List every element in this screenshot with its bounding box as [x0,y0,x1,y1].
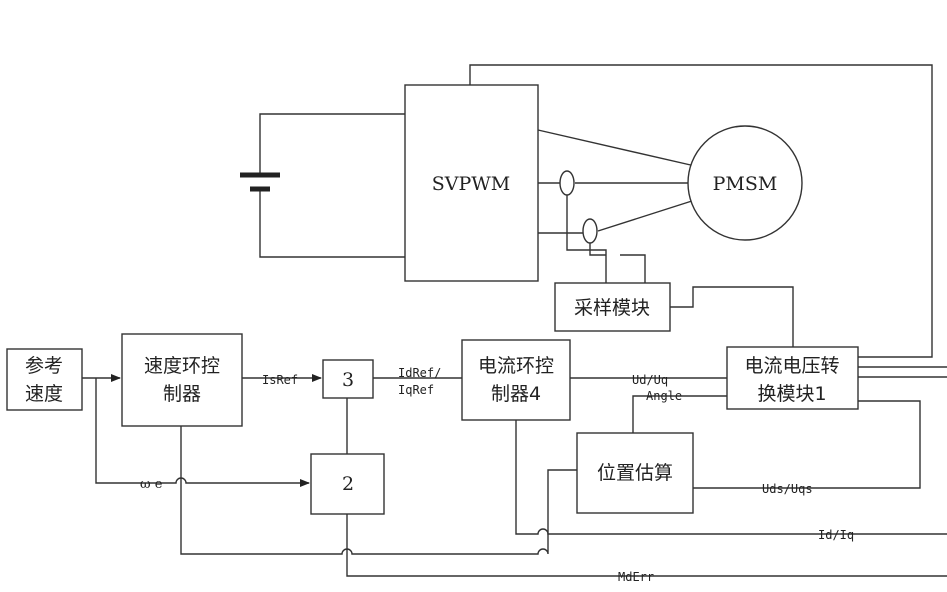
idref-label: IdRef/ [398,366,441,380]
ref-speed-label-1: 参考 [25,355,63,377]
position-estimation-block: 位置估算 [576,432,694,514]
speed-ctrl-label-1: 速度环控 [144,355,220,377]
id-iq-label: Id/Iq [818,528,854,542]
angle-line [632,395,727,433]
isref-label: IsRef [262,373,298,387]
speed-error-bus [180,426,577,555]
sensor-leads [566,195,646,283]
motor-phase-lines [537,129,696,234]
position-est-label: 位置估算 [597,462,673,484]
angle-label: Angle [646,389,682,403]
ref-speed-label-2: 速度 [25,383,63,405]
speed-ctrl-label-2: 制器 [163,383,201,405]
block-3-label: 3 [342,369,354,391]
svpwm-top-feedback-line [469,64,933,358]
id-iq-bus [515,420,947,535]
converter-output-lines [693,366,947,489]
current-sensor-a-icon [559,170,575,196]
reference-speed-block: 参考 速度 [6,348,83,411]
sampling-module-block: 采样模块 [554,282,671,332]
omega-e-label: ω e [140,477,163,492]
pmsm-label: PMSM [713,173,778,195]
iqref-label: IqRef [398,383,434,397]
current-controller-block: 电流环控 制器4 [461,339,571,421]
svpwm-label: SVPWM [432,173,511,195]
current-voltage-converter-block: 电流电压转 换模块1 [726,346,859,410]
block-2: 2 [310,453,385,515]
current-ctrl-label-1: 电流环控 [478,355,554,377]
block-3: 3 [322,359,374,399]
pmsm-motor: PMSM [687,125,803,241]
sampling-to-converter-line [670,286,794,347]
current-ctrl-label-2: 制器4 [491,383,541,405]
cv-convert-label-2: 换模块1 [757,383,826,405]
cv-convert-label-1: 电流电压转 [744,355,839,377]
mderr-bus [346,514,947,577]
current-sensor-b-icon [582,218,598,244]
block-2-label: 2 [342,473,354,495]
sampling-label: 采样模块 [574,297,650,319]
dc-supply-wiring [259,113,405,258]
svpwm-block: SVPWM [404,84,539,282]
speed-controller-block: 速度环控 制器 [121,333,243,427]
uds-uqs-label: Uds/Uqs [762,482,813,496]
ud-uq-label: Ud/Uq [632,373,668,387]
battery-icon [240,172,280,192]
mderr-label: MdErr [618,570,654,584]
omega-e-line [95,378,310,487]
